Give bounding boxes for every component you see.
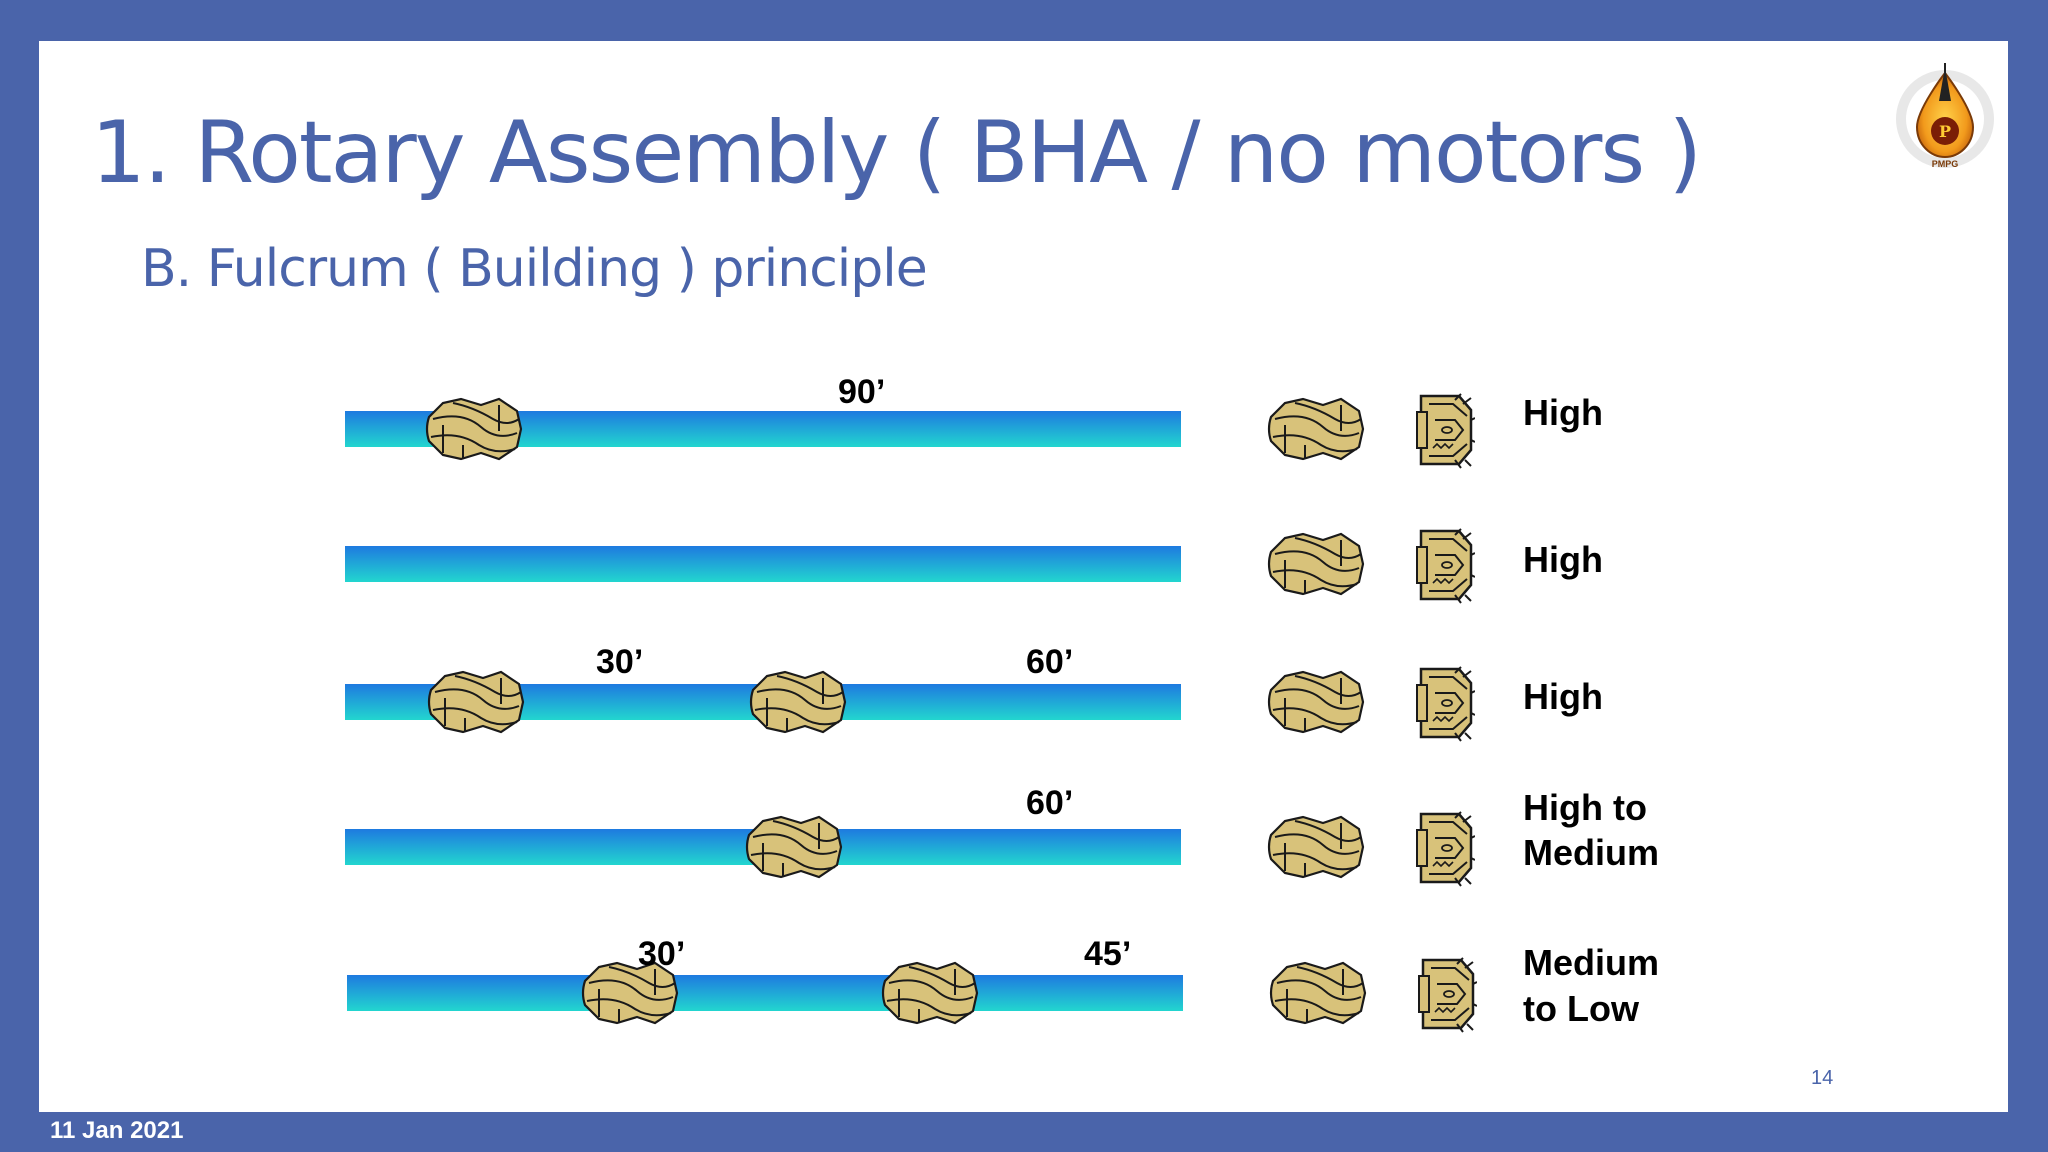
stabilizer-icon (1267, 815, 1365, 879)
stabilizer-icon (425, 397, 523, 461)
build-tendency-label: Medium (1523, 832, 1659, 873)
svg-text:P: P (1939, 122, 1951, 141)
bha-assembly-3: 30’ 60’ High (345, 643, 1603, 743)
bha-diagram: 90’ High High 30’ 60’ High 60’ (345, 373, 1659, 1034)
drill-bit-icon (1415, 392, 1475, 470)
drill-bit-icon (1417, 956, 1477, 1034)
drill-pipe (345, 546, 1181, 582)
stabilizer-icon (1267, 397, 1365, 461)
spacing-label: 90’ (838, 373, 885, 411)
drill-bit-icon (1415, 527, 1475, 605)
drill-pipe (347, 975, 1183, 1011)
bha-assembly-5: 30’ 45’ Medium to Low (347, 935, 1659, 1034)
footer-date: 11 Jan 2021 (50, 1117, 184, 1144)
slide-title: 1. Rotary Assembly ( BHA / no motors ) (91, 103, 1702, 203)
slide: 1. Rotary Assembly ( BHA / no motors ) B… (39, 41, 2008, 1112)
logo-text: PMPG (1932, 159, 1959, 169)
page-number: 14 (1811, 1067, 1834, 1089)
build-tendency-label: High (1523, 676, 1603, 717)
bha-assembly-1: 90’ High (345, 373, 1603, 470)
stabilizer-icon (749, 670, 847, 734)
stabilizer-icon (881, 961, 979, 1025)
slide-subtitle: B. Fulcrum ( Building ) principle (141, 239, 928, 299)
spacing-label: 45’ (1084, 935, 1131, 973)
build-tendency-label: to Low (1523, 988, 1640, 1029)
stabilizer-icon (1269, 961, 1367, 1025)
build-tendency-label: High (1523, 392, 1603, 433)
stabilizer-icon (1267, 532, 1365, 596)
build-tendency-label: High (1523, 539, 1603, 580)
stabilizer-icon (745, 815, 843, 879)
spacing-label: 60’ (1026, 784, 1073, 822)
drill-bit-icon (1415, 810, 1475, 888)
spacing-label: 30’ (638, 935, 685, 973)
spacing-label: 30’ (596, 643, 643, 681)
stabilizer-icon (427, 670, 525, 734)
drill-bit-icon (1415, 665, 1475, 743)
stabilizer-icon (1267, 670, 1365, 734)
spacing-label: 60’ (1026, 643, 1073, 681)
bha-assembly-4: 60’ High to Medium (345, 784, 1659, 888)
pmpg-logo: P PMPG (1896, 63, 1994, 169)
build-tendency-label: Medium (1523, 942, 1659, 983)
oil-drop-logo-icon (1915, 71, 1975, 159)
bha-assembly-2: High (345, 527, 1603, 605)
build-tendency-label: High to (1523, 787, 1647, 828)
